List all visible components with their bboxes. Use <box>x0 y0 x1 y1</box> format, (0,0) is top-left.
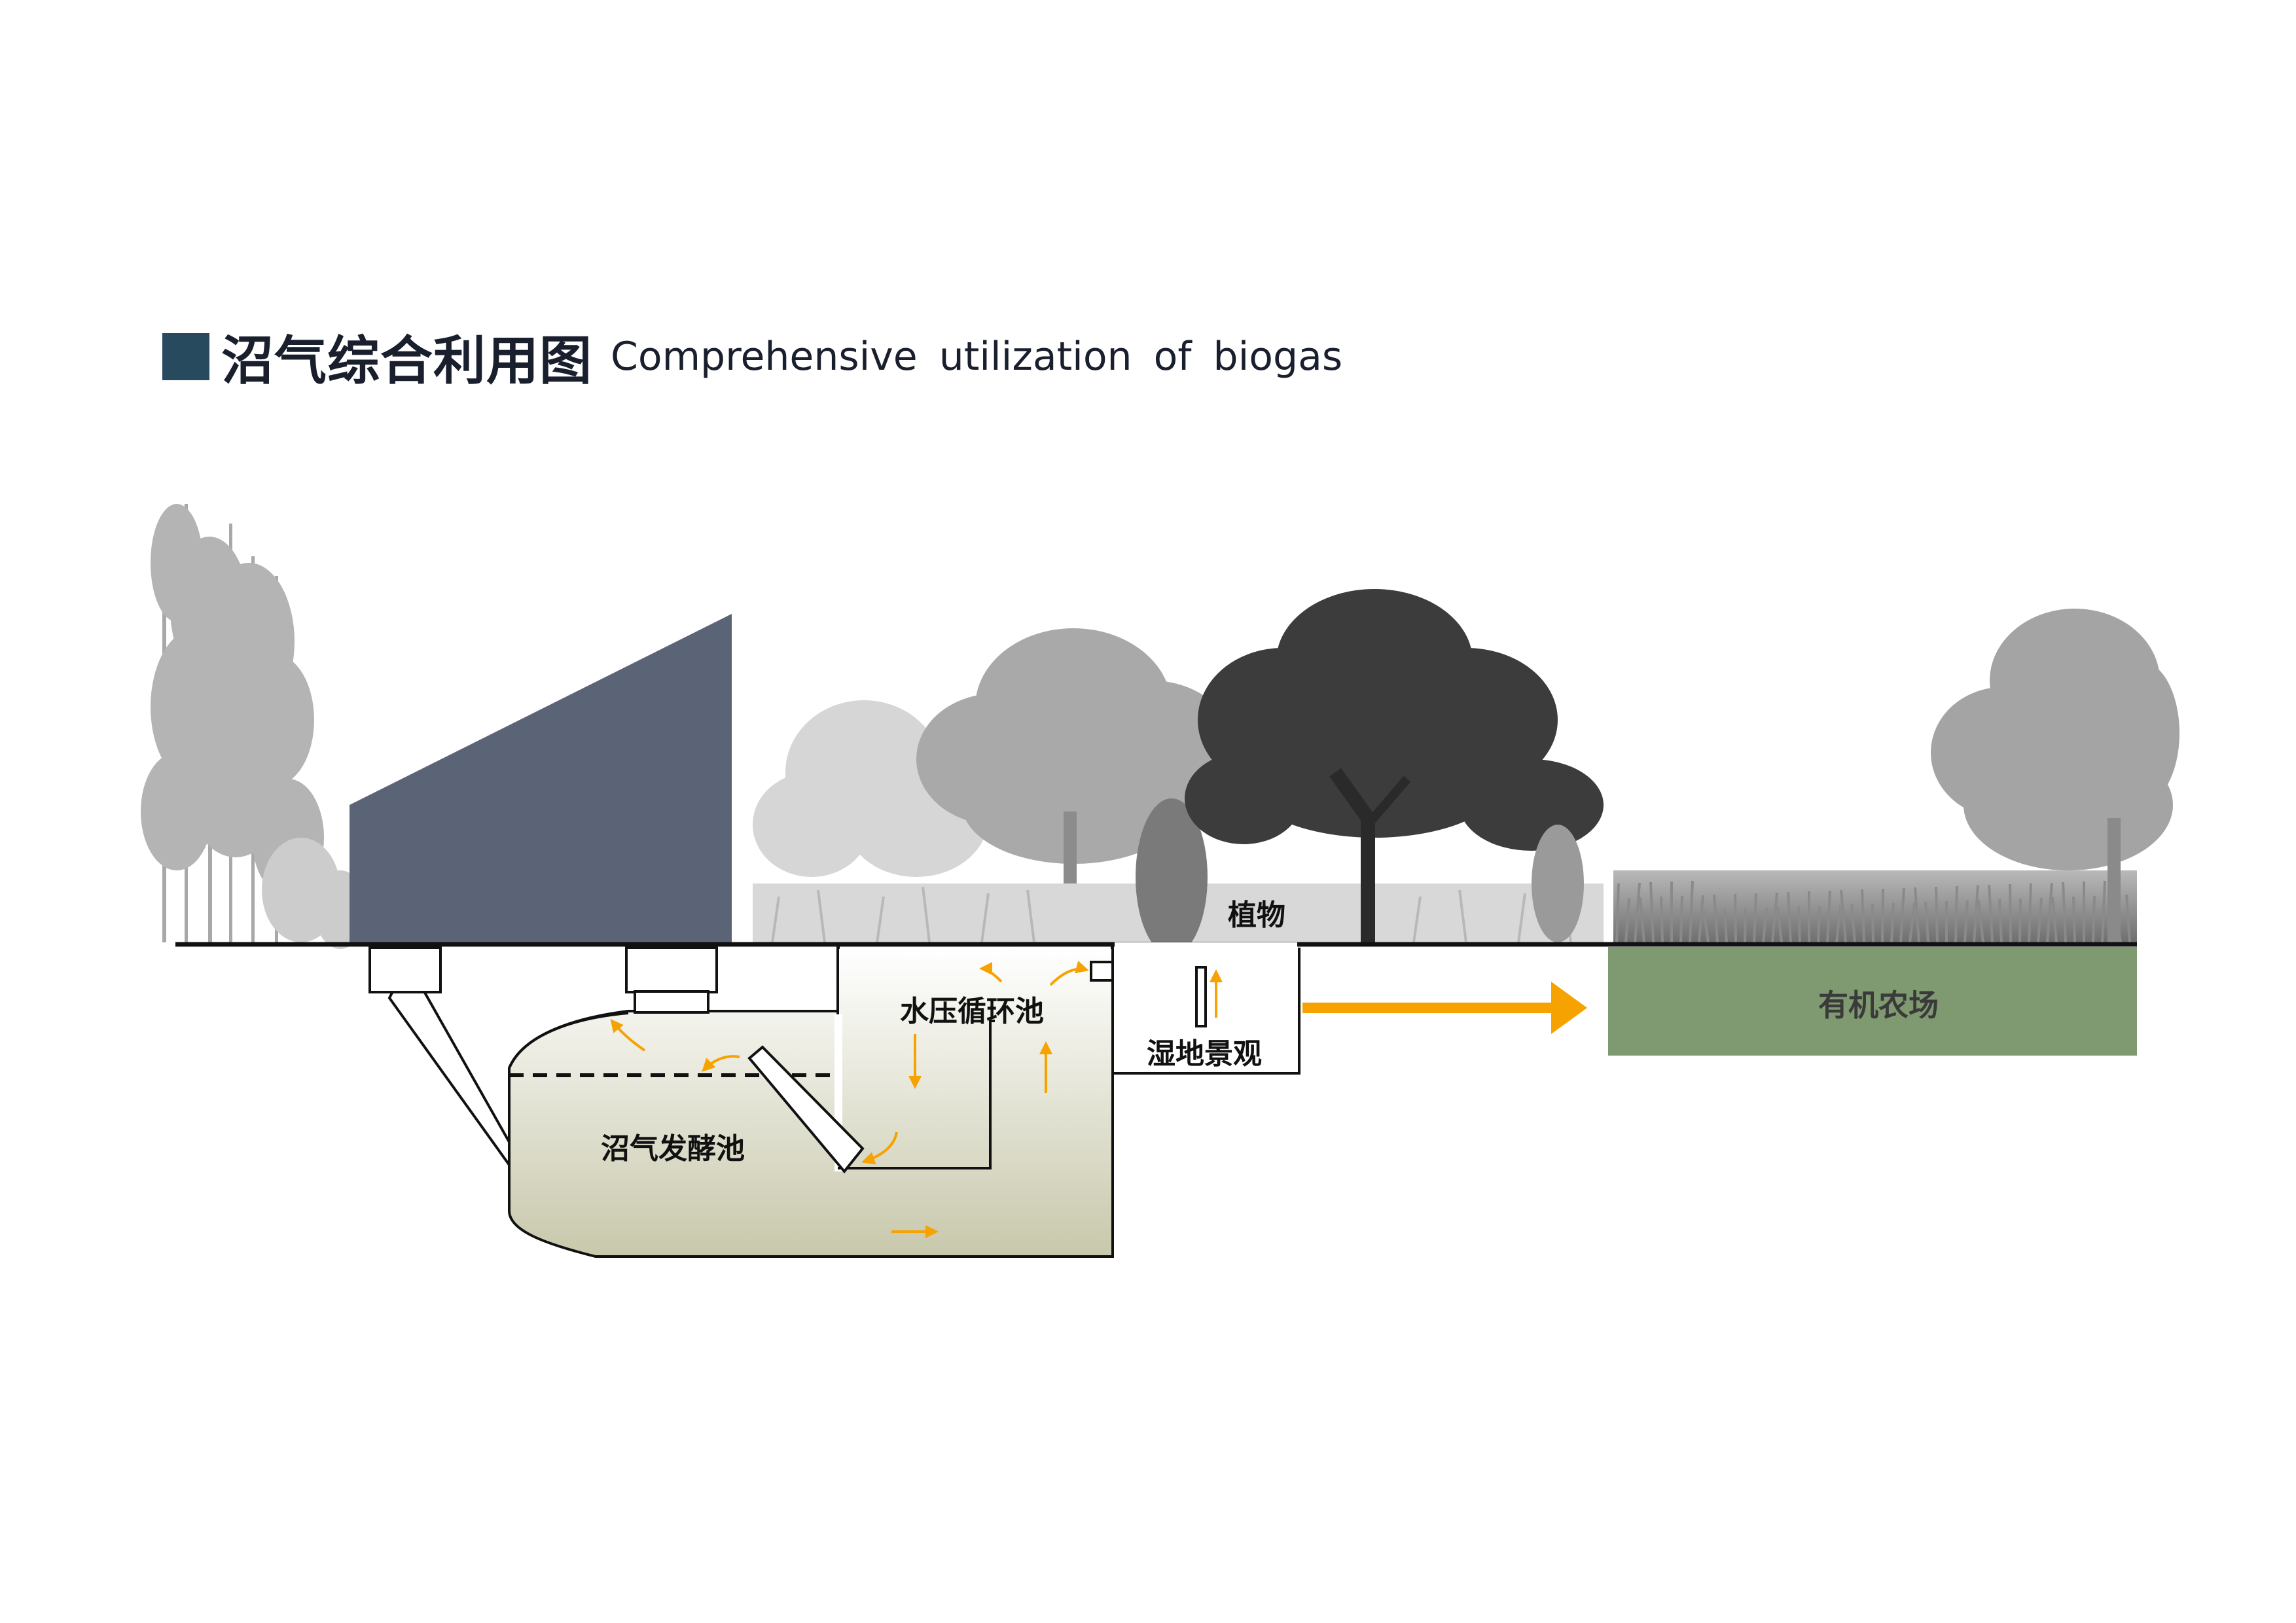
grass-blade <box>1924 901 1929 943</box>
grass-blade <box>2009 883 2012 943</box>
grass-blade <box>1689 880 1694 943</box>
grass-blade <box>1702 909 1710 943</box>
grass-blade <box>1998 899 2003 943</box>
grass-blade <box>1776 906 1783 943</box>
building <box>350 614 732 946</box>
grass-blade <box>2092 895 2096 943</box>
grass-blade <box>1797 906 1801 943</box>
grass-blade <box>1914 887 1920 943</box>
grass-blade <box>2037 897 2043 943</box>
title-square-icon <box>162 333 209 380</box>
label-wetland: 湿地景观 <box>1147 1037 1262 1071</box>
flow-arrow-icon <box>1049 961 1089 986</box>
grass-blade <box>2125 894 2131 943</box>
grass-blade <box>1713 894 1719 943</box>
label-digester: 沼气发酵池 <box>601 1132 745 1166</box>
grass-blade <box>2051 897 2058 943</box>
organic-farm-block <box>1608 947 2137 1056</box>
grass-blade <box>1634 882 1641 943</box>
gas-outlet-cap <box>625 946 718 993</box>
title-english: Comprehensive utilization of biogas <box>611 334 1343 380</box>
grass-blade <box>1649 882 1655 943</box>
gas-outlet-neck <box>634 990 709 1014</box>
vegetation-left <box>141 504 367 949</box>
flow-arrow-icon <box>702 1055 740 1072</box>
grass-blade <box>1826 890 1831 943</box>
grass-blade <box>2028 883 2032 943</box>
grass-blade <box>1753 893 1757 943</box>
outlet-pipe <box>747 1045 865 1174</box>
title-chinese: 沼气综合利用图 <box>221 330 592 391</box>
vegetation-right <box>1613 609 2179 943</box>
grass-blade <box>1723 908 1728 943</box>
grass-blade <box>1861 889 1865 943</box>
grass-blade <box>1615 883 1620 943</box>
grass-blade <box>1624 897 1630 943</box>
flow-arrows <box>610 961 1223 1238</box>
grass-blade <box>1835 904 1842 943</box>
grass-blade <box>1935 886 1939 943</box>
grass-blade <box>1679 895 1683 943</box>
grass-blade <box>1909 902 1916 943</box>
wetland-pipe <box>1195 966 1207 1027</box>
grass-blade <box>2101 880 2106 943</box>
grass-blade <box>2072 896 2076 943</box>
grass-blade <box>1734 893 1737 943</box>
grass-blade <box>1762 907 1768 943</box>
inlet-pipe <box>387 990 511 1169</box>
grass-blade <box>1840 889 1847 943</box>
grass-blade <box>1890 902 1895 943</box>
grass-blade <box>1964 900 1969 943</box>
grass-blade <box>1744 908 1747 943</box>
vegetation-middle <box>753 589 1604 955</box>
grass-blade <box>1771 892 1778 943</box>
grass-blade <box>1973 885 1979 943</box>
grass-blade <box>1899 887 1905 943</box>
grass-blade <box>1639 897 1645 943</box>
grass-blade <box>1988 884 1994 943</box>
grass-blade <box>1850 904 1856 943</box>
grass-blade <box>1698 895 1704 943</box>
grass-blade <box>1660 896 1664 943</box>
label-plants: 植物 <box>1228 899 1285 932</box>
grass-blade <box>1977 899 1984 943</box>
big-arrow-icon <box>1302 982 1587 1034</box>
grass-blade <box>2046 882 2053 943</box>
grass-blade <box>1817 905 1821 943</box>
flow-arrow-icon <box>861 1132 898 1165</box>
label-organic-farm: 有机农场 <box>1818 988 1939 1023</box>
grass-blade <box>1954 885 1958 943</box>
inlet-cap <box>368 946 442 993</box>
grass-blade <box>2062 882 2067 943</box>
flow-arrow-icon <box>979 962 1003 983</box>
underground-system <box>368 946 1300 1258</box>
label-hydraulic-tank: 水压循环池 <box>900 995 1044 1028</box>
flow-arrow-icon <box>610 1018 646 1052</box>
title-bar: 沼气综合利用图 Comprehensive utilization of bio… <box>162 321 1342 393</box>
grass-blade <box>1787 891 1792 943</box>
grass-blade <box>1881 888 1884 943</box>
